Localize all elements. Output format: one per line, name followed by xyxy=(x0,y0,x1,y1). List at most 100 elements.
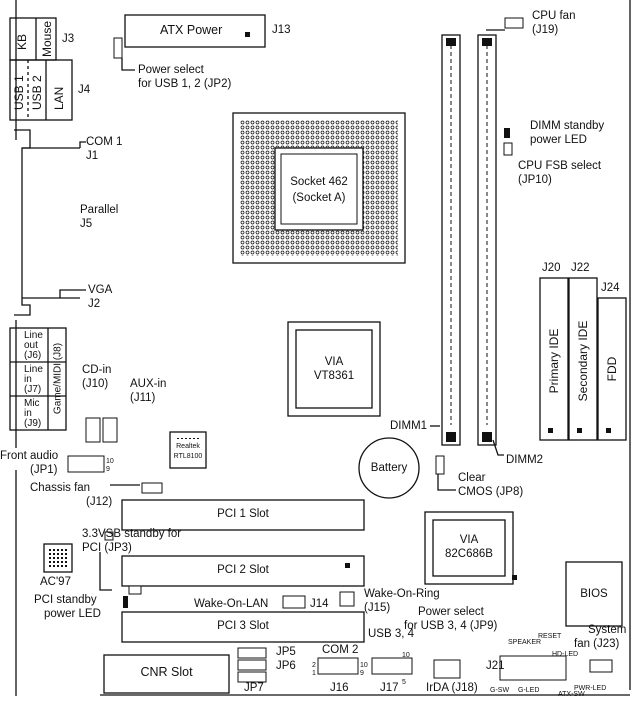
cpu-fsb-a: CPU FSB select xyxy=(518,160,602,172)
usb34-pin-5: 5 xyxy=(402,679,406,686)
com2-label: COM 2 xyxy=(322,644,359,656)
bios-label: BIOS xyxy=(580,588,608,600)
game-midi-label: Game/MIDI (J8) xyxy=(52,342,64,415)
clear-cmos-b: CMOS (JP8) xyxy=(458,486,524,498)
pwr-led-label: PWR-LED xyxy=(574,685,607,692)
chassis-fan-b: (J12) xyxy=(86,496,113,508)
j21-label: J21 xyxy=(486,660,505,672)
via-north-b: VT8361 xyxy=(313,370,355,382)
front-audio-b: (JP1) xyxy=(30,464,58,476)
j3-label: J3 xyxy=(62,33,75,45)
pci-standby-b: power LED xyxy=(44,608,101,620)
aux-in-a: AUX-in xyxy=(130,378,167,390)
pci-standby-a: PCI standby xyxy=(34,594,97,606)
power-select-12-a: Power select xyxy=(138,64,204,76)
socket-a: Socket 462 xyxy=(290,176,348,188)
jp7-label: JP7 xyxy=(244,682,264,694)
dimm-standby-b: power LED xyxy=(530,134,587,146)
vga-b: J2 xyxy=(88,298,101,310)
pci1-label: PCI 1 Slot xyxy=(217,508,269,520)
secondary-ide-label: Secondary IDE xyxy=(576,320,590,402)
line-in-a: Line xyxy=(24,364,43,375)
cd-in-a: CD-in xyxy=(82,364,112,376)
pci2-label: PCI 2 Slot xyxy=(217,564,269,576)
chassis-fan-a: Chassis fan xyxy=(30,482,91,494)
jp6-label: JP6 xyxy=(276,660,296,672)
usb1-label: USB 1 xyxy=(12,75,26,110)
aux-in-b: (J11) xyxy=(130,392,156,404)
g-led-label: G-LED xyxy=(518,687,540,694)
mic-in-c: (J9) xyxy=(24,418,42,429)
standby-33-b: PCI (JP3) xyxy=(82,542,132,554)
mic-in-a: Mic xyxy=(24,398,40,409)
parallel-b: J5 xyxy=(80,218,93,230)
line-out-b: out xyxy=(24,340,38,351)
power-select-34-b: for USB 3, 4 (JP9) xyxy=(404,620,498,632)
jp5-label: JP5 xyxy=(276,646,296,658)
system-fan-a: System xyxy=(588,624,627,636)
battery-label: Battery xyxy=(370,462,408,474)
com2-pin-9: 9 xyxy=(360,670,364,677)
via-north-a: VIA xyxy=(324,356,344,368)
irda-label: IrDA (J18) xyxy=(426,682,478,694)
lan-label: LAN xyxy=(52,86,66,110)
com2-pin-2: 2 xyxy=(312,662,316,669)
realtek-b: RTL8100 xyxy=(172,450,204,463)
line-out-a: Line xyxy=(24,330,43,341)
cd-in-b: (J10) xyxy=(82,378,109,390)
line-in-b: in xyxy=(24,374,32,385)
j22-label: J22 xyxy=(571,262,590,274)
cpu-fan-a: CPU fan xyxy=(532,10,576,22)
parallel-a: Parallel xyxy=(80,204,119,216)
kb-label: KB xyxy=(15,33,29,50)
dimm-standby-a: DIMM standby xyxy=(530,120,605,132)
g-sw-label: G-SW xyxy=(490,687,510,694)
wake-lan-label: Wake-On-LAN xyxy=(194,598,269,610)
pci3-label: PCI 3 Slot xyxy=(217,620,269,632)
dimm1-label: DIMM1 xyxy=(390,420,428,432)
via-south-a: VIA xyxy=(459,534,479,546)
usb34-label: USB 3, 4 xyxy=(368,628,415,640)
ac97-label: AC'97 xyxy=(40,576,71,588)
line-in-c: (J7) xyxy=(24,384,42,395)
j14-label: J14 xyxy=(310,598,329,610)
power-select-34-a: Power select xyxy=(418,606,484,618)
vga-a: VGA xyxy=(88,284,113,296)
fdd-label: FDD xyxy=(605,356,619,382)
realtek-a: Realtek xyxy=(176,440,200,453)
clear-cmos-a: Clear xyxy=(458,472,486,484)
via-south-b: 82C686B xyxy=(445,548,493,560)
power-select-12-b: for USB 1, 2 (JP2) xyxy=(138,78,232,90)
speaker-label: SPEAKER xyxy=(508,639,542,646)
socket-b: (Socket A) xyxy=(292,192,346,204)
mic-in-b: in xyxy=(24,408,32,419)
front-audio-a: Front audio xyxy=(0,450,59,462)
reset-label: RESET xyxy=(538,633,562,640)
cnr-label: CNR Slot xyxy=(140,665,193,679)
cpu-fsb-b: (JP10) xyxy=(518,174,552,186)
usb2-label: USB 2 xyxy=(30,75,44,110)
primary-ide-label: Primary IDE xyxy=(547,328,561,394)
wake-ring-a: Wake-On-Ring xyxy=(364,588,440,600)
usb34-pin-10: 10 xyxy=(402,652,410,659)
hd-led-label: HD-LED xyxy=(552,651,579,658)
front-audio-pin-9: 9 xyxy=(106,466,110,473)
front-audio-pin-10: 10 xyxy=(106,458,114,465)
standby-33-a: 3.3VSB standby for xyxy=(82,528,182,540)
com1-a: COM 1 xyxy=(86,136,123,148)
wake-ring-b: (J15) xyxy=(364,602,391,614)
com1-b: J1 xyxy=(86,150,99,162)
j24-label: J24 xyxy=(601,282,620,294)
j4-label: J4 xyxy=(78,84,91,96)
atx-power-label: ATX Power xyxy=(160,23,223,37)
com2-pin-10: 10 xyxy=(360,662,368,669)
system-fan-b: fan (J23) xyxy=(574,638,620,650)
mouse-label: Mouse xyxy=(40,20,54,57)
dimm2-label: DIMM2 xyxy=(506,454,544,466)
line-out-c: (J6) xyxy=(24,350,42,361)
j13-label: J13 xyxy=(272,24,291,36)
j20-label: J20 xyxy=(542,262,561,274)
cpu-fan-b: (J19) xyxy=(532,24,559,36)
j16-label: J16 xyxy=(330,682,349,694)
